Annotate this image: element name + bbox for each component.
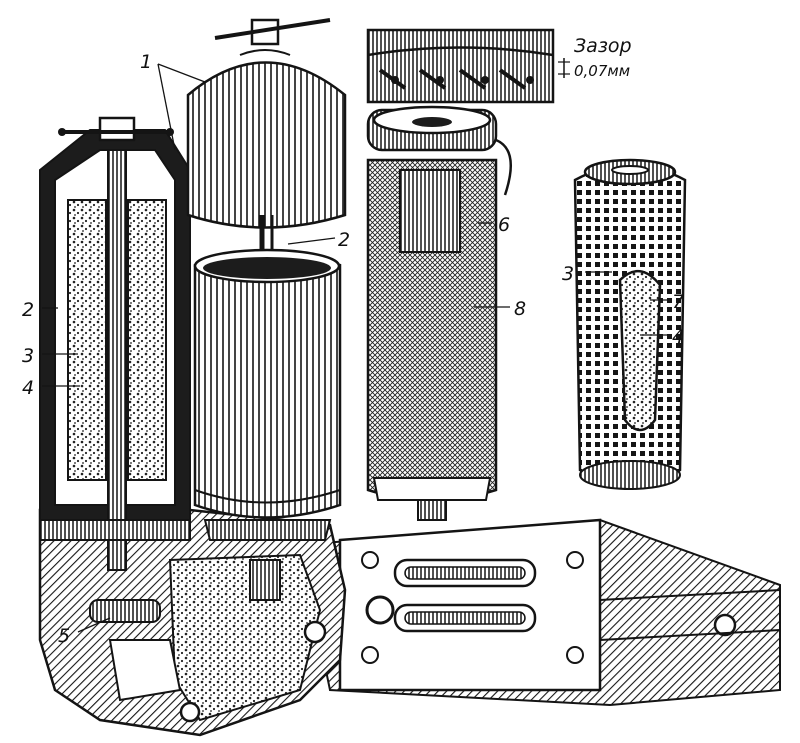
gap-title: Зазор (574, 35, 632, 57)
cutaway-filter (39, 116, 191, 571)
filter-element (366, 105, 512, 521)
callout-2-left: 2 (22, 299, 34, 321)
callout-8: 8 (514, 298, 526, 320)
callout-2-top: 2 (338, 229, 350, 251)
filter-cup (193, 248, 342, 541)
perforated-element (573, 158, 687, 490)
filter-housing-base (38, 508, 347, 737)
callout-7: 7 (672, 291, 684, 313)
callout-4-left: 4 (22, 377, 34, 399)
gap-value: 0,07мм (574, 62, 630, 80)
callout-3-left: 3 (22, 345, 34, 367)
callout-6: 6 (498, 214, 510, 236)
callout-labels: 1 2 2 3 3 4 4 5 6 7 8 (22, 51, 684, 647)
callout-5: 5 (58, 625, 70, 647)
filter-cap (186, 18, 347, 262)
mounting-bracket (298, 518, 781, 707)
callout-4-right: 4 (672, 326, 684, 348)
callout-3-right: 3 (562, 263, 574, 285)
leader-lines (42, 63, 668, 633)
callout-1: 1 (140, 51, 152, 73)
gap-detail-inset (366, 28, 570, 104)
gap-annotation: Зазор 0,07мм (574, 35, 632, 80)
